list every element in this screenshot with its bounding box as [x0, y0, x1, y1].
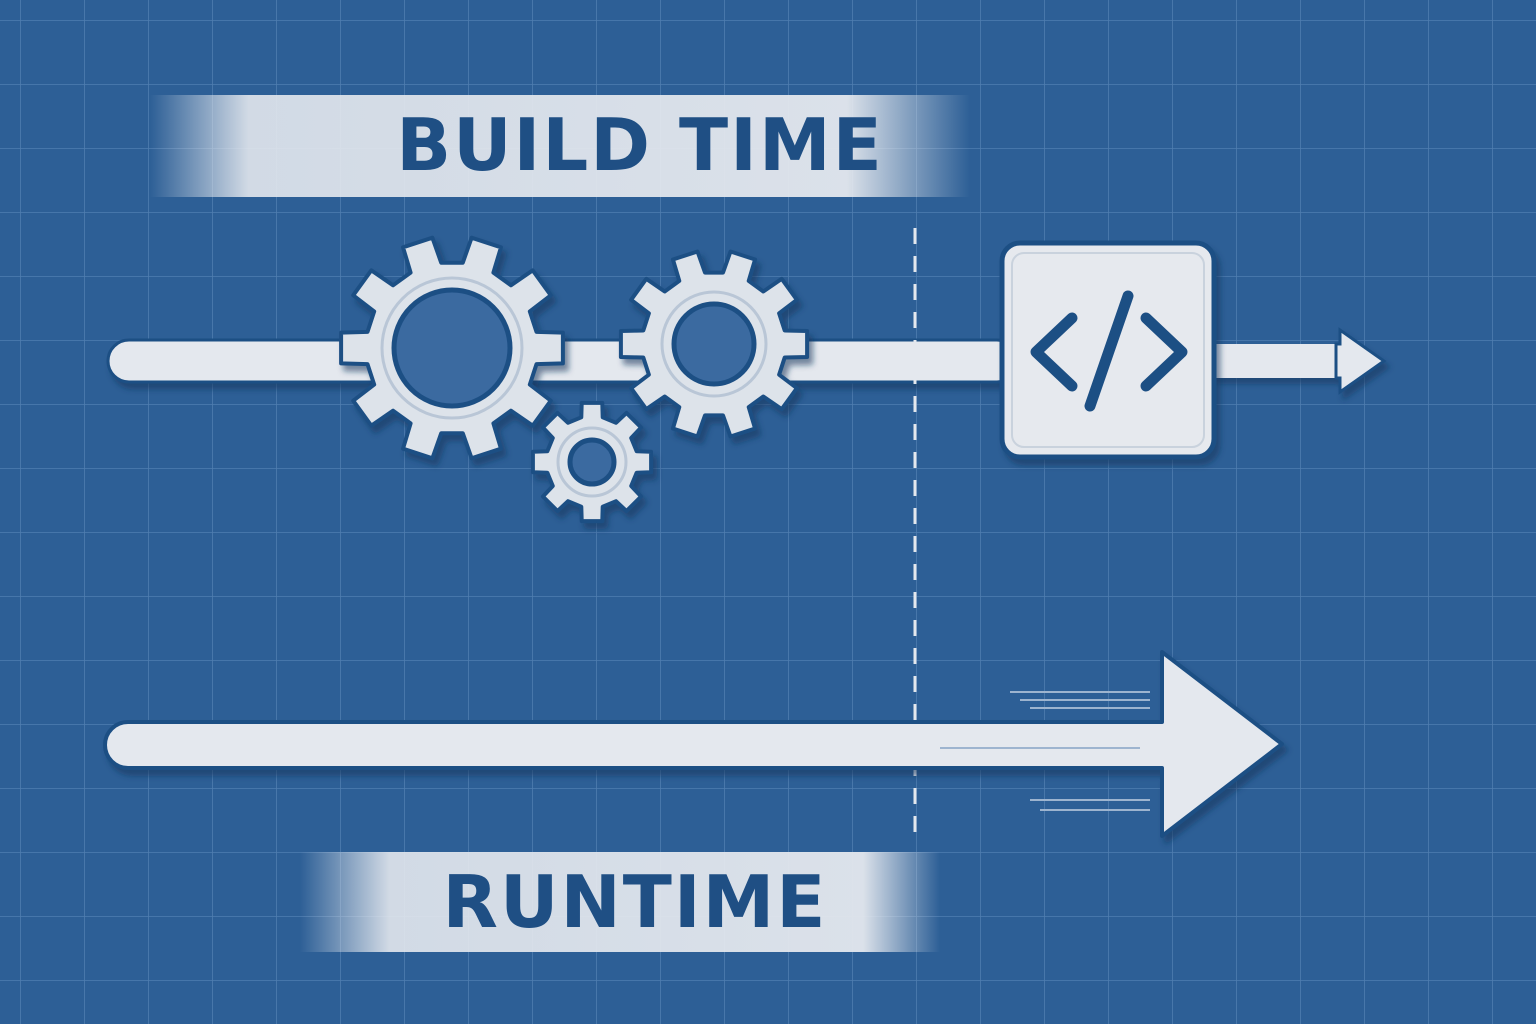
gear-medium	[618, 249, 810, 439]
build-time-text: BUILD TIME	[396, 103, 884, 187]
runtime-arrow-shape	[103, 650, 1284, 838]
motion-lines	[940, 691, 1150, 811]
code-slash	[1084, 290, 1134, 412]
code-left-bracket	[1030, 312, 1078, 392]
runtime-band	[300, 852, 940, 952]
runtime-arrow	[103, 650, 1284, 838]
gear-icon	[339, 235, 810, 524]
gear-small	[530, 400, 654, 524]
runtime-text: RUNTIME	[443, 860, 828, 944]
code-right-bracket	[1140, 312, 1188, 392]
arrow-right-icon	[1334, 327, 1387, 395]
runtime-label: RUNTIME	[300, 852, 940, 952]
code-brackets-icon	[999, 240, 1217, 460]
build-timeline-tail	[1210, 344, 1350, 378]
build-time-label: BUILD TIME	[150, 95, 970, 197]
build-time-band	[150, 95, 970, 197]
gear-large	[339, 235, 565, 461]
